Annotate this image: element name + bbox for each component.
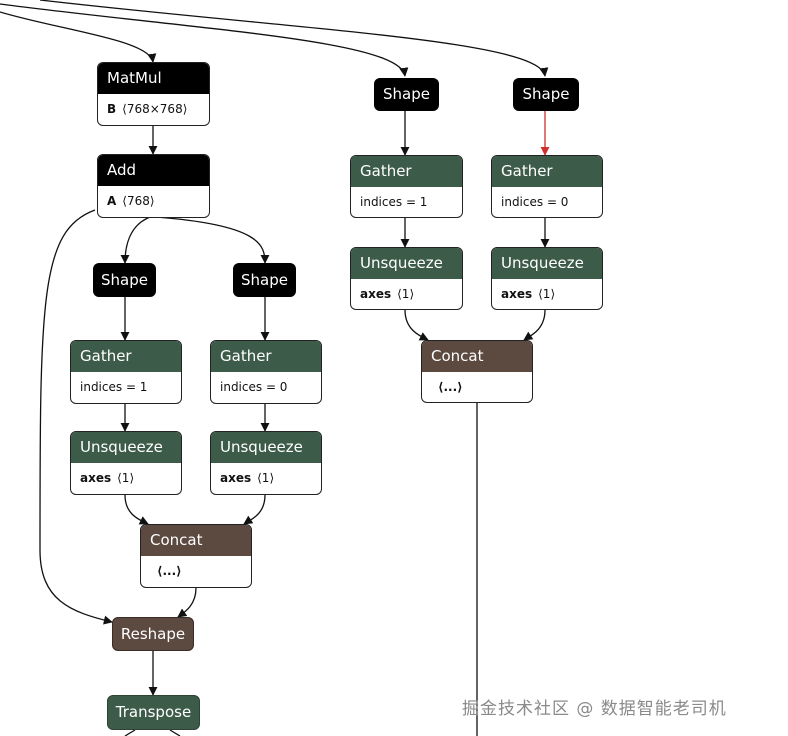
matmul-title: MatMul	[98, 63, 209, 94]
gather-left-1-title: Gather	[71, 341, 181, 372]
gather-left-2-attr: indices = 0	[220, 380, 288, 394]
shape-left-2-node[interactable]: Shape	[233, 263, 296, 297]
add-attr: A⟨768⟩	[107, 194, 155, 208]
edge-in-matmul	[0, 11, 157, 63]
unsqueeze-left-1-attr: axes⟨1⟩	[80, 471, 135, 485]
shape-right-2-node[interactable]: Shape	[513, 78, 579, 111]
edge-concat-reshape	[177, 587, 197, 618]
gather-left-1-node[interactable]: Gather indices = 1	[70, 340, 182, 404]
gather-left-2-node[interactable]: Gather indices = 0	[210, 340, 322, 404]
add-node[interactable]: Add A⟨768⟩	[97, 154, 210, 218]
edge-unsq-concat-r2	[523, 309, 546, 341]
gather-right-1-node[interactable]: Gather indices = 1	[350, 155, 463, 218]
gather-right-1-title: Gather	[351, 156, 462, 187]
edge-add-shape-left-2	[155, 216, 270, 264]
unsqueeze-left-2-title: Unsqueeze	[211, 432, 321, 463]
concat-right-node[interactable]: Concat ⟨...⟩	[421, 340, 533, 403]
unsqueeze-right-1-attr: axes⟨1⟩	[360, 287, 415, 301]
matmul-node[interactable]: MatMul B⟨768×768⟩	[97, 62, 210, 126]
gather-left-1-attr: indices = 1	[80, 380, 148, 394]
unsqueeze-right-2-node[interactable]: Unsqueeze axes⟨1⟩	[491, 247, 603, 310]
edge-unsq-concat-r1	[404, 309, 429, 341]
shape-right-1-node[interactable]: Shape	[374, 78, 439, 111]
gather-left-2-title: Gather	[211, 341, 321, 372]
unsqueeze-right-2-attr: axes⟨1⟩	[501, 287, 556, 301]
concat-right-attr: ⟨...⟩	[438, 380, 463, 394]
unsqueeze-left-2-node[interactable]: Unsqueeze axes⟨1⟩	[210, 431, 322, 495]
edge-add-reshape	[39, 209, 113, 625]
unsqueeze-left-1-node[interactable]: Unsqueeze axes⟨1⟩	[70, 431, 182, 495]
concat-right-title: Concat	[422, 341, 532, 372]
matmul-attr: B⟨768×768⟩	[107, 102, 188, 116]
gather-right-2-node[interactable]: Gather indices = 0	[491, 155, 603, 218]
edge-transpose-out-b	[169, 729, 181, 736]
edge-in-shape-right-1	[0, 3, 409, 77]
edge-in-shape-right-2	[39, 0, 549, 77]
gather-right-2-attr: indices = 0	[501, 195, 569, 209]
edge-add-shape-left-1	[120, 216, 151, 264]
edge-unsq-concat-l1	[124, 494, 149, 525]
unsqueeze-left-1-title: Unsqueeze	[71, 432, 181, 463]
unsqueeze-right-2-title: Unsqueeze	[492, 248, 602, 279]
edge-unsq-concat-l2	[243, 494, 266, 525]
unsqueeze-right-1-title: Unsqueeze	[351, 248, 462, 279]
concat-left-title: Concat	[141, 525, 251, 556]
gather-right-1-attr: indices = 1	[360, 195, 428, 209]
unsqueeze-left-2-attr: axes⟨1⟩	[220, 471, 275, 485]
concat-left-attr: ⟨...⟩	[157, 564, 182, 578]
concat-left-node[interactable]: Concat ⟨...⟩	[140, 524, 252, 588]
reshape-node[interactable]: Reshape	[112, 617, 194, 651]
shape-left-1-node[interactable]: Shape	[93, 263, 156, 297]
watermark-text: 掘金技术社区 @ 数据智能老司机	[462, 699, 727, 719]
add-title: Add	[98, 155, 209, 186]
transpose-node[interactable]: Transpose	[107, 695, 200, 730]
unsqueeze-right-1-node[interactable]: Unsqueeze axes⟨1⟩	[350, 247, 463, 310]
gather-right-2-title: Gather	[492, 156, 602, 187]
edge-transpose-out-a	[124, 729, 136, 736]
